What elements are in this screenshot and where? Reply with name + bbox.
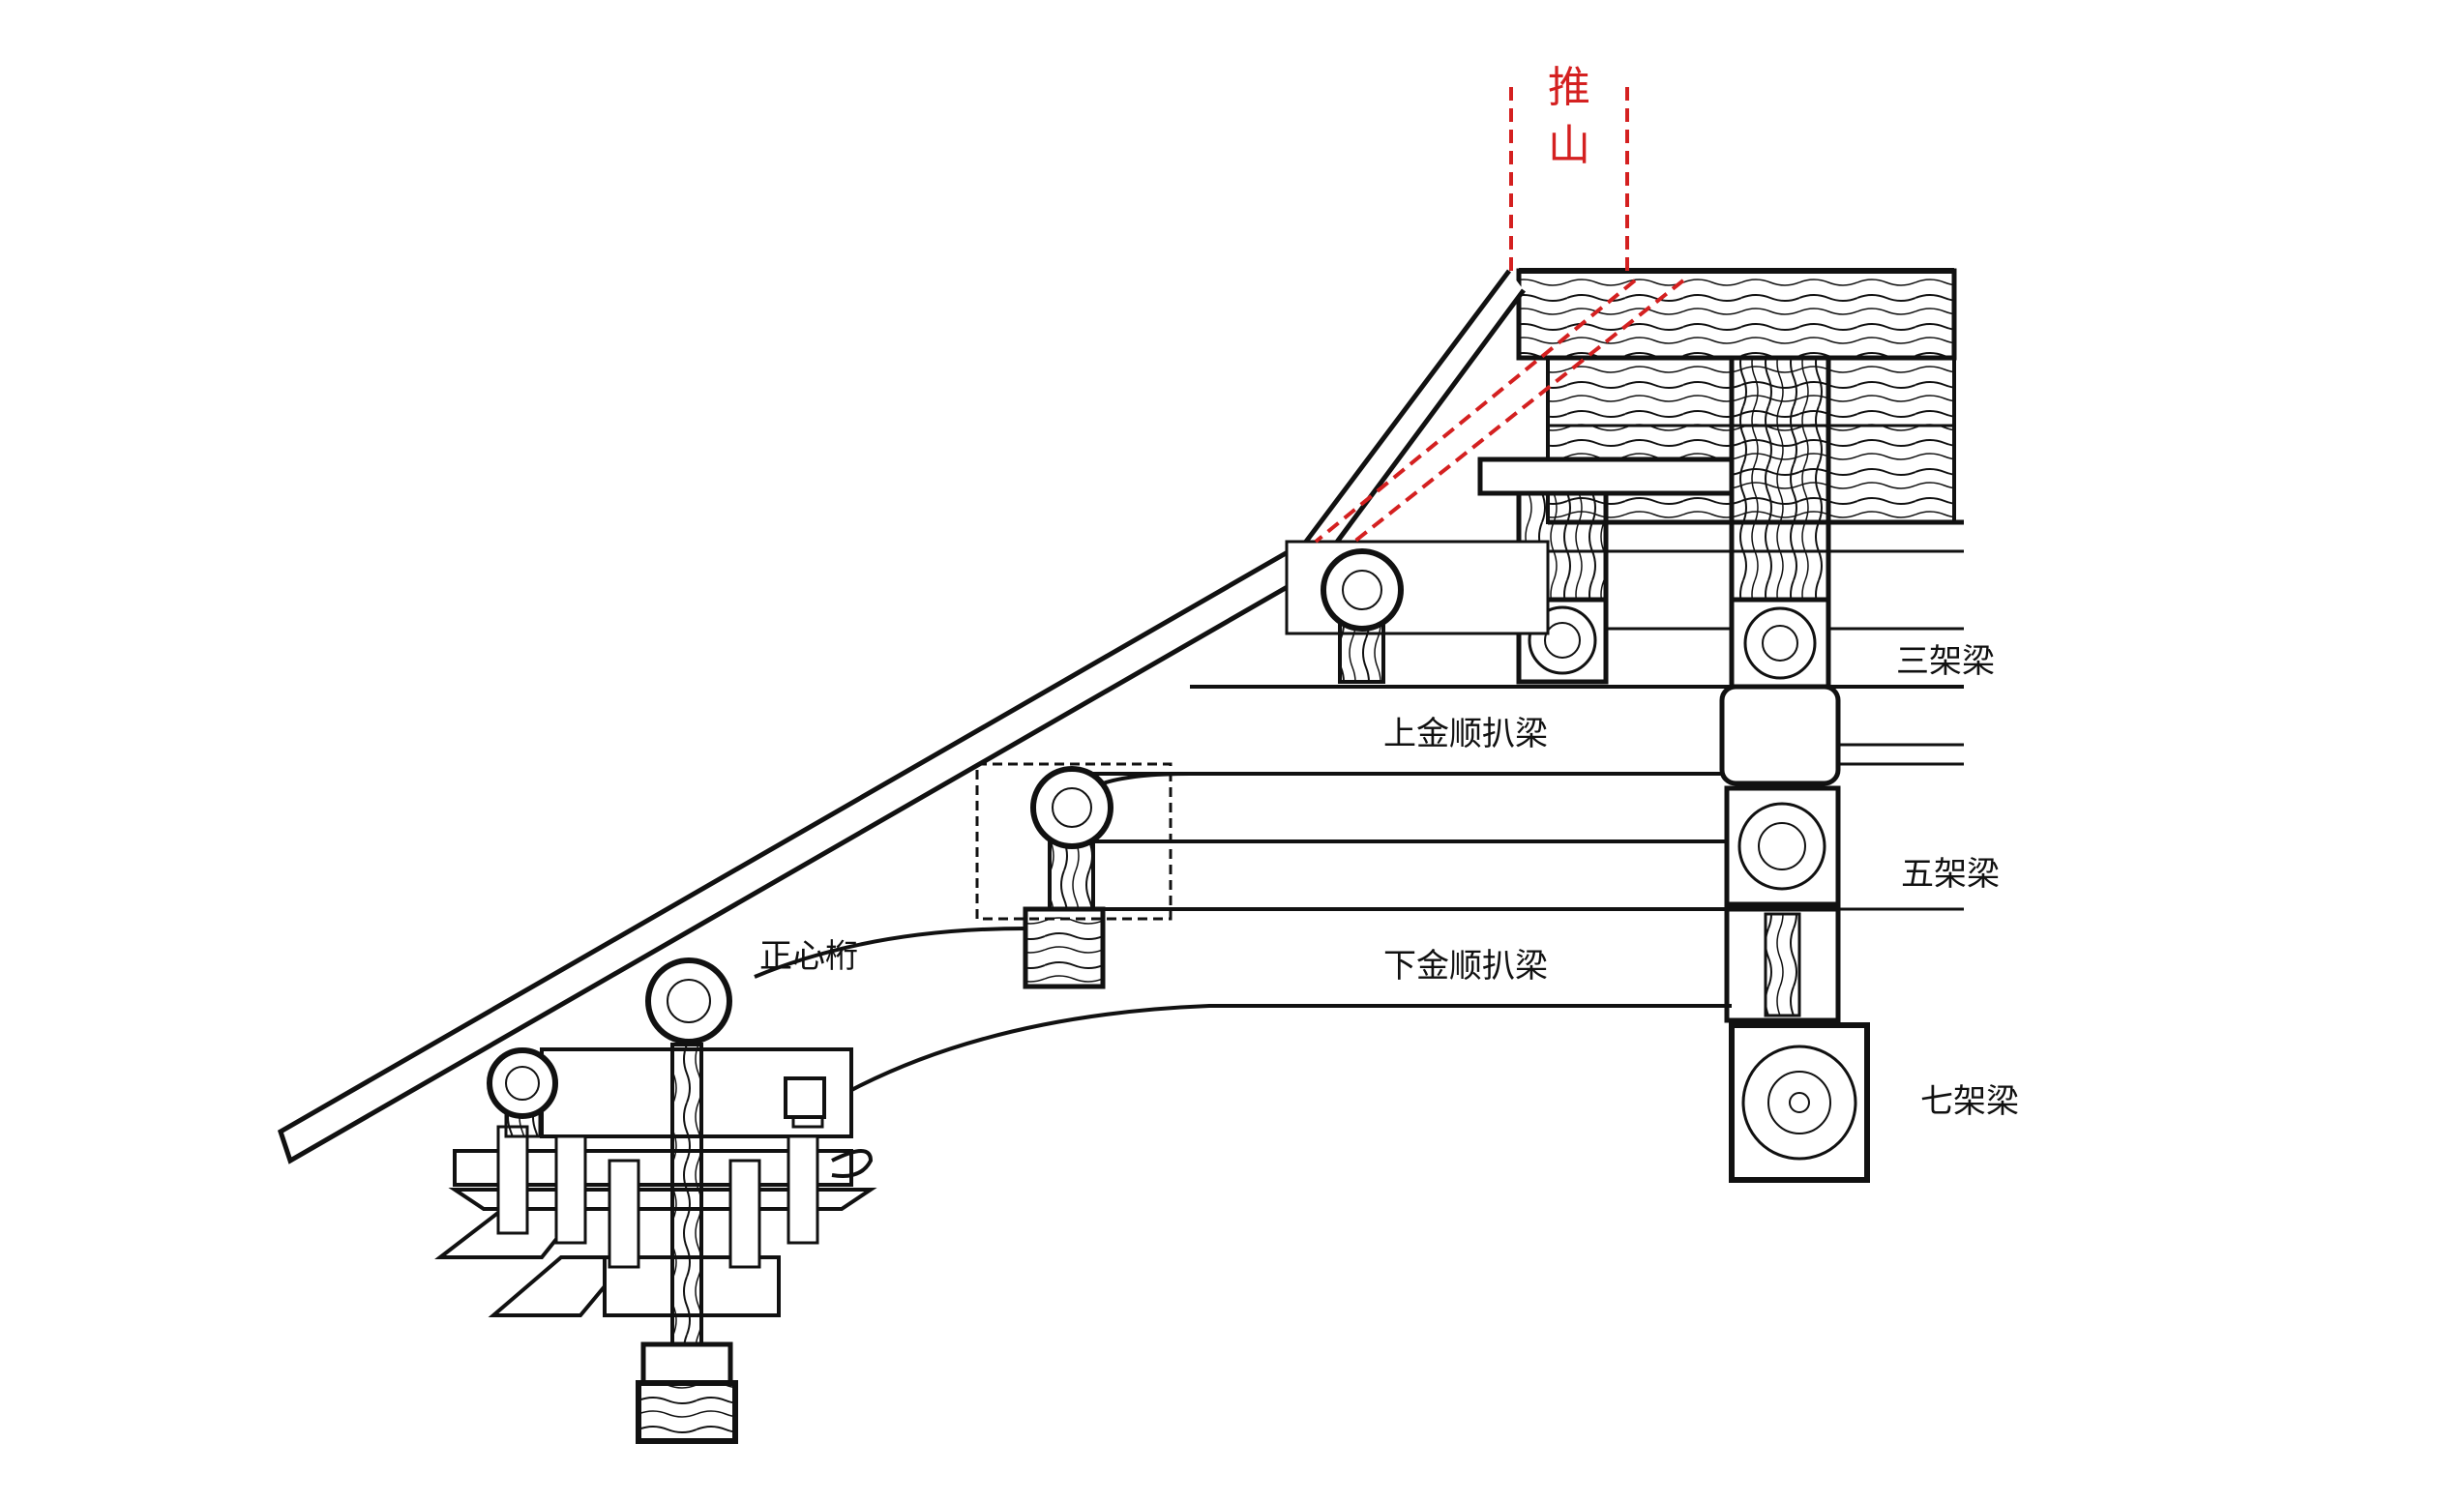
curved-beams bbox=[754, 772, 1732, 1114]
bracket-set bbox=[434, 957, 877, 1444]
labels: 推 山 三架梁 上金顺扒梁 五架梁 正心桁 下金顺扒梁 七架梁 bbox=[759, 63, 2019, 1121]
zheng-xin-heng-label: 正心桁 bbox=[759, 937, 858, 976]
upper-purlin bbox=[1285, 540, 1550, 684]
middle-purlin bbox=[975, 762, 1173, 989]
tuishan-label-top: 推 bbox=[1548, 63, 1590, 112]
tuishan-guides bbox=[1314, 87, 1685, 544]
xia-jin-shun-ba-liang-label: 下金顺扒梁 bbox=[1383, 947, 1548, 986]
tuishan-label-bottom: 山 bbox=[1548, 121, 1590, 170]
main-rafter bbox=[277, 269, 1527, 1164]
wu-jia-liang-label: 五架梁 bbox=[1901, 855, 2000, 894]
main-column bbox=[1719, 355, 1870, 1183]
san-jia-liang-label: 三架梁 bbox=[1896, 642, 1995, 681]
qi-jia-liang-label: 七架梁 bbox=[1920, 1082, 2019, 1121]
shang-jin-shun-ba-liang-label: 上金顺扒梁 bbox=[1383, 715, 1548, 753]
